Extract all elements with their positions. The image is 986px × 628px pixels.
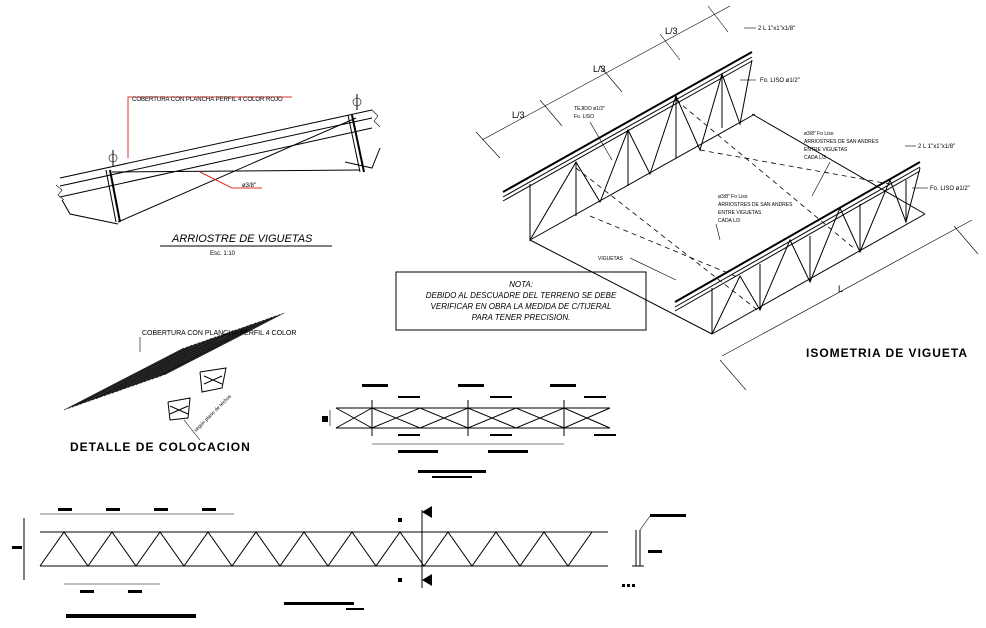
isometria-title: ISOMETRIA DE VIGUETA	[806, 346, 968, 360]
corrugation-line	[151, 316, 273, 380]
iso-brace-a-1: ø3/8" Fo Liso	[804, 131, 834, 137]
nota-line-2: VERIFICAR EN OBRA LA MEDIDA DE C/TIJERAL	[431, 302, 612, 311]
corrugated-sheet	[63, 312, 285, 411]
iso-brace-b-3: ENTRE VIGUETAS	[718, 210, 762, 216]
detalle-cobertura-label: COBERTURA CON PLANCHA PERFIL 4 COLOR	[142, 330, 296, 337]
corrugation-line	[79, 342, 201, 405]
detalle-detail: COBERTURA CON PLANCHA PERFIL 4 COLOR seg…	[63, 312, 296, 454]
detalle-title: DETALLE DE COLOCACION	[70, 440, 251, 454]
corrugation-line	[163, 312, 285, 376]
iso-brace-a-3: ENTRE VIGUETAS	[804, 147, 848, 153]
arriostre-detail: COBERTURA CON PLANCHA PERFIL 4 COLOR ROJ…	[55, 94, 381, 257]
dim-l: L	[838, 284, 843, 294]
corrugation-line	[115, 329, 237, 393]
corrugation-line	[95, 336, 217, 400]
corrugation-line	[143, 319, 265, 383]
corrugation-line	[67, 346, 189, 409]
iso-fo-liso-right-label: Fo. LISO ø1/2"	[930, 186, 970, 192]
corrugation-line	[91, 337, 213, 401]
arriostre-cobertura-label: COBERTURA CON PLANCHA PERFIL 4 COLOR ROJ…	[132, 97, 283, 103]
iso-brace-b-2: ARRIOSTRES DE SAN ANDRES	[718, 202, 793, 208]
corrugation-line	[131, 323, 253, 387]
truss-elevation-small	[322, 384, 616, 478]
truss-web-line	[39, 531, 593, 567]
nota-box: NOTA: DEBIDO AL DESCUADRE DEL TERRENO SE…	[395, 271, 647, 331]
corrugation-line	[123, 326, 245, 390]
iso-tejido-label-2: Fo. LISO	[574, 114, 594, 120]
chord-section	[622, 514, 686, 587]
detalle-side-label: según plano de techos	[193, 393, 233, 433]
nota-line-1: DEBIDO AL DESCUADRE DEL TERRENO SE DEBE	[426, 291, 617, 300]
iso-angle-right-label: 2 L 1"x1"x1/8"	[918, 144, 955, 150]
corrugation-line	[99, 335, 221, 398]
corrugation-line	[75, 343, 197, 407]
truss-web	[39, 531, 593, 567]
corrugation-line	[155, 315, 277, 379]
iso-brace-b-4: CADA L/3	[718, 218, 740, 224]
iso-brace-a-2: ARRIOSTRES DE SAN ANDRES	[804, 139, 879, 145]
iso-brace-b-1: ø3/8" Fo Liso	[718, 194, 748, 200]
corrugation-line	[135, 322, 257, 386]
corrugation-line	[147, 318, 269, 381]
arriostre-title: ARRIOSTRE DE VIGUETAS	[171, 233, 313, 245]
isometria-detail: L/3 L/3 L/3	[475, 5, 979, 391]
corrugation-line	[139, 321, 261, 384]
arriostre-scale: Esc. 1:10	[210, 251, 236, 257]
arriostre-rod-label: ø3/8"	[242, 183, 256, 189]
corrugation-line	[159, 314, 281, 377]
corrugation-line	[119, 328, 241, 391]
iso-fo-liso-top-label: Fo. LISO ø1/2"	[760, 78, 800, 84]
dim-l3-3: L/3	[665, 26, 678, 36]
corrugation-line	[83, 340, 205, 404]
corrugation-line	[103, 333, 225, 397]
corrugation-line	[87, 339, 209, 402]
iso-tejido-label-1: TEJIDO ø1/2"	[574, 106, 605, 112]
nota-heading: NOTA:	[509, 280, 533, 289]
corrugation-line	[63, 347, 185, 411]
iso-viguetas-label: VIGUETAS	[598, 256, 624, 262]
iso-angle-top-label: 2 L 1"x1"x1/8"	[758, 26, 795, 32]
dim-l3-2: L/3	[593, 64, 606, 74]
corrugation-line	[127, 325, 249, 388]
iso-brace-a-4: CADA L/3	[804, 155, 826, 161]
truss-elevation-long	[12, 506, 608, 618]
nota-line-3: PARA TENER PRECISION.	[472, 313, 571, 322]
corrugation-line	[107, 332, 229, 395]
corrugation-line	[111, 330, 233, 394]
corrugation-line	[71, 344, 193, 408]
dim-l3-1: L/3	[512, 110, 525, 120]
